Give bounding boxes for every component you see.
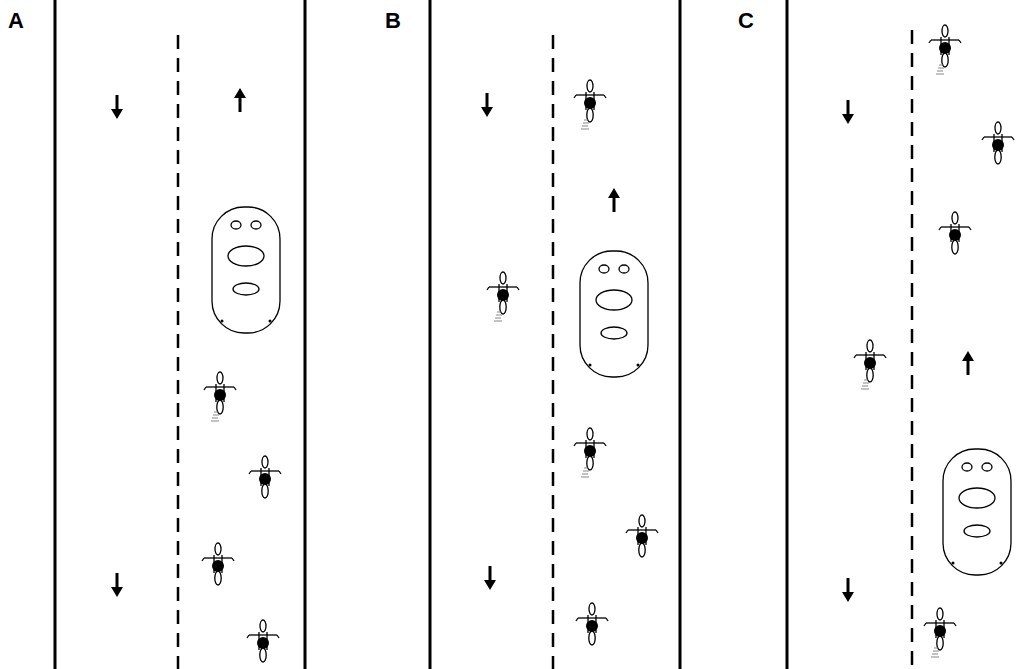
panel-label: B (385, 10, 401, 32)
panel-label: A (8, 10, 24, 32)
car-symbol (212, 207, 1011, 575)
motorcycle-symbol (202, 25, 1014, 662)
center-line (178, 30, 912, 669)
road-edge (55, 0, 787, 669)
panel-label: C (738, 10, 754, 32)
direction-arrow (111, 88, 974, 602)
